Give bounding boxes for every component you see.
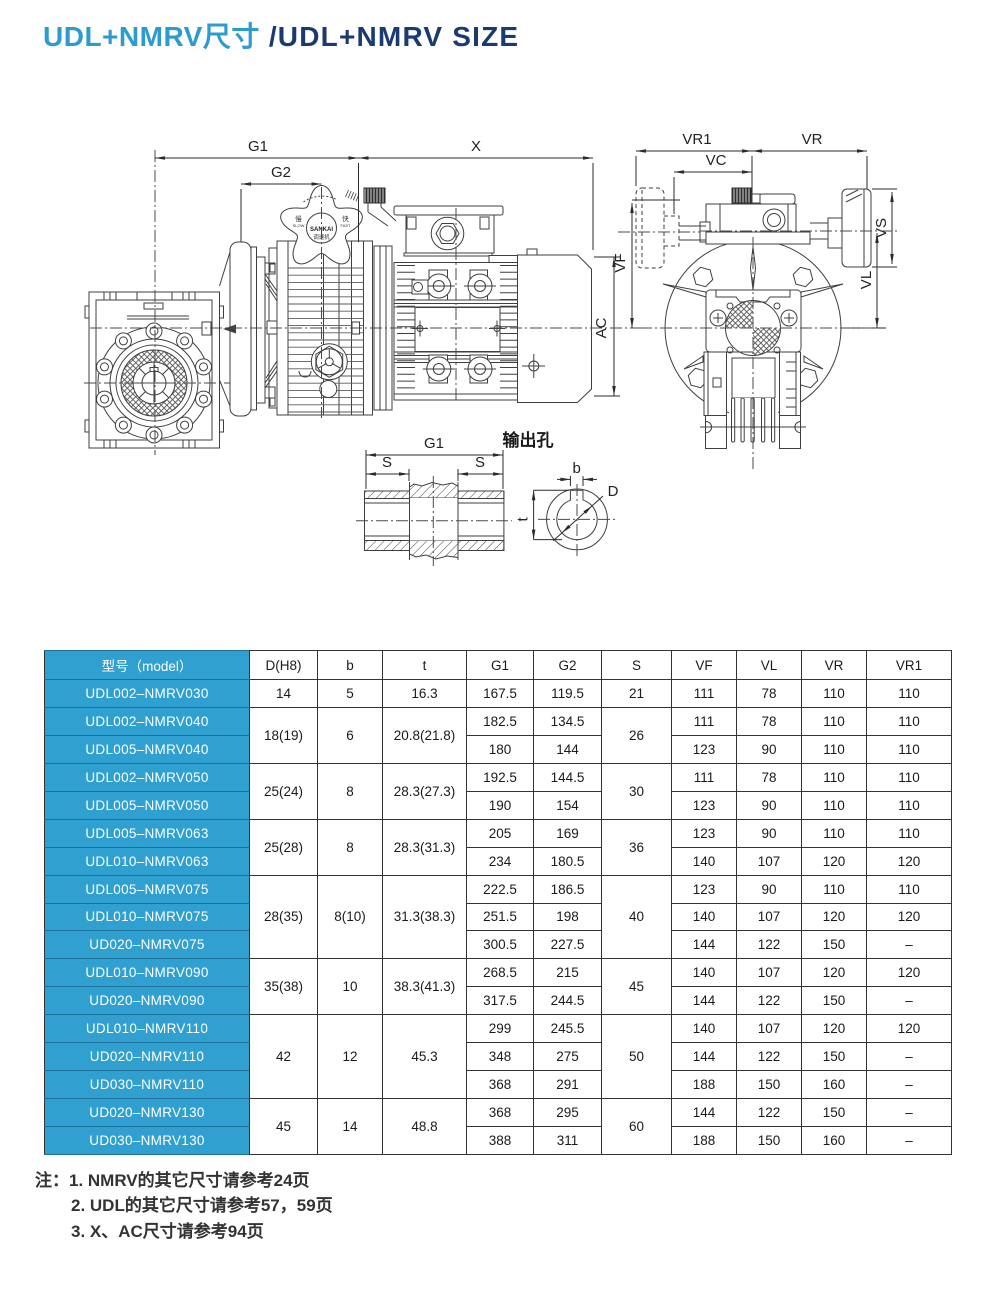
svg-text:慢: 慢 [295, 214, 302, 223]
svg-text:X: X [471, 138, 481, 155]
svg-text:S: S [382, 454, 392, 471]
svg-text:VR: VR [802, 131, 823, 148]
svg-text:VL: VL [858, 271, 875, 289]
svg-text:VR1: VR1 [682, 131, 711, 148]
svg-text:G2: G2 [271, 164, 291, 181]
svg-text:G1: G1 [424, 435, 444, 452]
svg-text:b: b [573, 460, 581, 477]
svg-text:VS: VS [873, 218, 890, 238]
svg-text:VF: VF [612, 253, 629, 272]
svg-text:S: S [475, 454, 485, 471]
svg-text:SLOW: SLOW [293, 223, 305, 228]
svg-text:快: 快 [342, 214, 349, 223]
svg-text:G1: G1 [248, 138, 268, 155]
svg-text:FAST: FAST [340, 223, 351, 228]
svg-text:VC: VC [706, 152, 727, 169]
svg-text:t: t [515, 516, 532, 521]
svg-text:输出孔: 输出孔 [503, 430, 554, 450]
svg-text:D: D [608, 483, 619, 500]
